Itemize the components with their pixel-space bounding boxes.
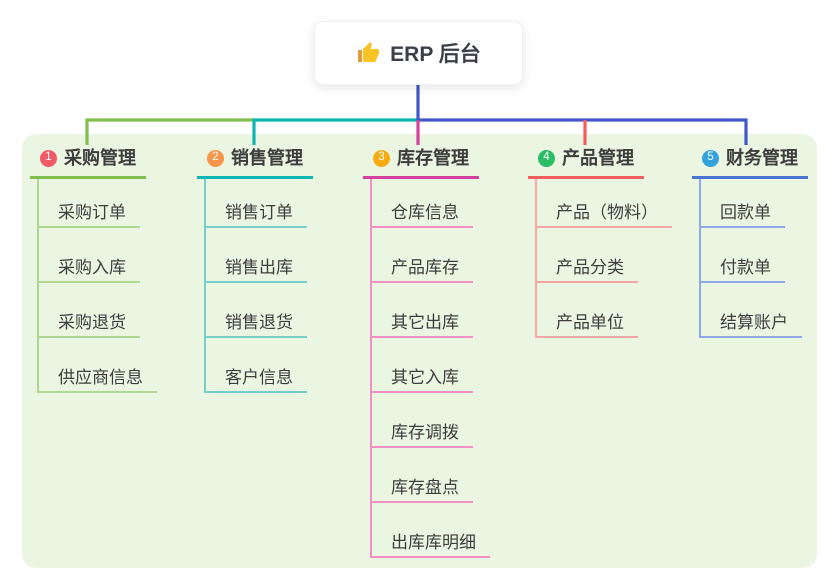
branch-header-inventory[interactable]: 3 库存管理	[363, 146, 479, 179]
branch-product: 4 产品管理 产品（物料） 产品分类 产品单位	[528, 146, 672, 338]
branch-header-product[interactable]: 4 产品管理	[528, 146, 644, 179]
branch-children: 产品（物料） 产品分类 产品单位	[535, 179, 672, 338]
child-node[interactable]: 回款单	[701, 179, 785, 228]
branch-number-badge: 5	[702, 149, 719, 167]
child-node[interactable]: 出库库明细	[372, 503, 490, 558]
child-node[interactable]: 其它出库	[372, 283, 473, 338]
branch-title: 采购管理	[64, 148, 136, 168]
branch-number-badge: 2	[207, 149, 224, 167]
branch-inventory: 3 库存管理 仓库信息 产品库存 其它出库 其它入库 库存调拨 库存盘点 出库库…	[363, 146, 490, 558]
child-node[interactable]: 销售退货	[206, 283, 307, 338]
root-node-label: ERP 后台	[390, 43, 481, 66]
branch-finance: 5 财务管理 回款单 付款单 结算账户	[692, 146, 808, 338]
child-node[interactable]: 结算账户	[701, 283, 802, 338]
branch-procurement: 1 采购管理 采购订单 采购入库 采购退货 供应商信息	[30, 146, 157, 393]
child-node[interactable]: 仓库信息	[372, 179, 473, 228]
branch-header-finance[interactable]: 5 财务管理	[692, 146, 808, 179]
branch-title: 库存管理	[397, 148, 469, 168]
child-node[interactable]: 库存调拨	[372, 393, 473, 448]
branch-children: 采购订单 采购入库 采购退货 供应商信息	[37, 179, 157, 393]
branch-title: 销售管理	[231, 148, 303, 168]
branch-children: 回款单 付款单 结算账户	[699, 179, 808, 338]
child-node[interactable]: 付款单	[701, 228, 785, 283]
child-node[interactable]: 采购订单	[39, 179, 140, 228]
branch-children: 仓库信息 产品库存 其它出库 其它入库 库存调拨 库存盘点 出库库明细	[370, 179, 490, 558]
branch-header-procurement[interactable]: 1 采购管理	[30, 146, 146, 179]
child-node[interactable]: 产品（物料）	[537, 179, 672, 228]
child-node[interactable]: 产品库存	[372, 228, 473, 283]
child-node[interactable]: 产品分类	[537, 228, 638, 283]
branch-number-badge: 1	[40, 149, 57, 167]
thumbs-up-icon	[356, 41, 380, 65]
child-node[interactable]: 采购入库	[39, 228, 140, 283]
branch-title: 产品管理	[562, 148, 634, 168]
child-node[interactable]: 销售出库	[206, 228, 307, 283]
branch-number-badge: 3	[373, 149, 390, 167]
branch-header-sales[interactable]: 2 销售管理	[197, 146, 313, 179]
child-node[interactable]: 销售订单	[206, 179, 307, 228]
child-node[interactable]: 库存盘点	[372, 448, 473, 503]
branches-panel	[22, 134, 817, 568]
child-node[interactable]: 其它入库	[372, 338, 473, 393]
branch-sales: 2 销售管理 销售订单 销售出库 销售退货 客户信息	[197, 146, 313, 393]
root-node[interactable]: ERP 后台	[314, 21, 523, 85]
child-node[interactable]: 客户信息	[206, 338, 307, 393]
branch-title: 财务管理	[726, 148, 798, 168]
child-node[interactable]: 供应商信息	[39, 338, 157, 393]
child-node[interactable]: 产品单位	[537, 283, 638, 338]
child-node[interactable]: 采购退货	[39, 283, 140, 338]
branch-number-badge: 4	[538, 149, 555, 167]
branch-children: 销售订单 销售出库 销售退货 客户信息	[204, 179, 313, 393]
